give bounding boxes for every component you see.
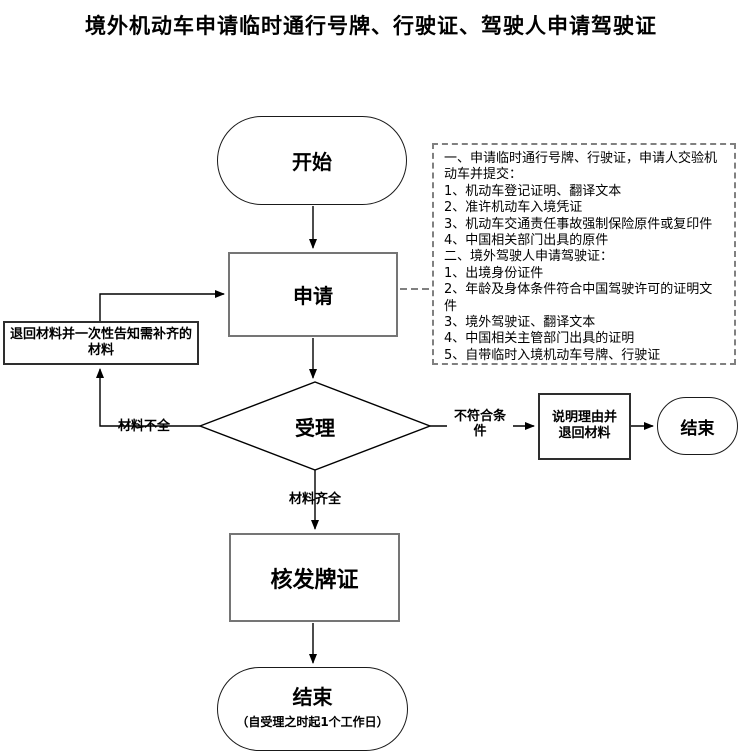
edge-label-not-meet-conditions: 不符合条 件 bbox=[447, 409, 513, 439]
end-right-node-label: 结束 bbox=[680, 418, 715, 439]
explain-return-node: 说明理由并 退回材料 bbox=[538, 393, 631, 460]
review-diamond-shape bbox=[198, 381, 432, 471]
return-materials-label: 退回材料并一次性告知需补齐的材料 bbox=[9, 327, 192, 358]
explain-return-label: 说明理由并 退回材料 bbox=[551, 410, 617, 441]
start-node: 开始 bbox=[217, 116, 407, 205]
edge-label-materials-complete: 材料齐全 bbox=[288, 492, 341, 507]
review-node: 受理 bbox=[200, 382, 430, 470]
end-right-node: 结束 bbox=[657, 397, 738, 455]
issue-license-node: 核发牌证 bbox=[229, 533, 400, 622]
edge-label-materials-incomplete: 材料不全 bbox=[117, 419, 170, 434]
requirements-note-box: 一、申请临时通行号牌、行驶证，申请人交验机 动车并提交： 1、机动车登记证明、翻… bbox=[432, 143, 736, 365]
connector-review-return bbox=[96, 368, 200, 427]
apply-node-label: 申请 bbox=[293, 284, 333, 308]
end-node: 结束 （自受理之时起1个工作日） bbox=[217, 667, 408, 751]
apply-node: 申请 bbox=[228, 252, 398, 337]
end-node-label: 结束 bbox=[292, 685, 333, 709]
start-node-label: 开始 bbox=[292, 150, 332, 174]
issue-license-label: 核发牌证 bbox=[270, 567, 359, 593]
return-materials-node: 退回材料并一次性告知需补齐的材料 bbox=[3, 321, 199, 365]
end-node-duration-note: （自受理之时起1个工作日） bbox=[236, 715, 389, 729]
page-title: 境外机动车申请临时通行号牌、行驶证、驾驶人申请驾驶证 bbox=[85, 14, 657, 38]
connector-return-apply bbox=[99, 290, 225, 321]
review-node-label: 受理 bbox=[295, 415, 335, 440]
requirements-note-text: 一、申请临时通行号牌、行驶证，申请人交验机 动车并提交： 1、机动车登记证明、翻… bbox=[444, 151, 718, 363]
